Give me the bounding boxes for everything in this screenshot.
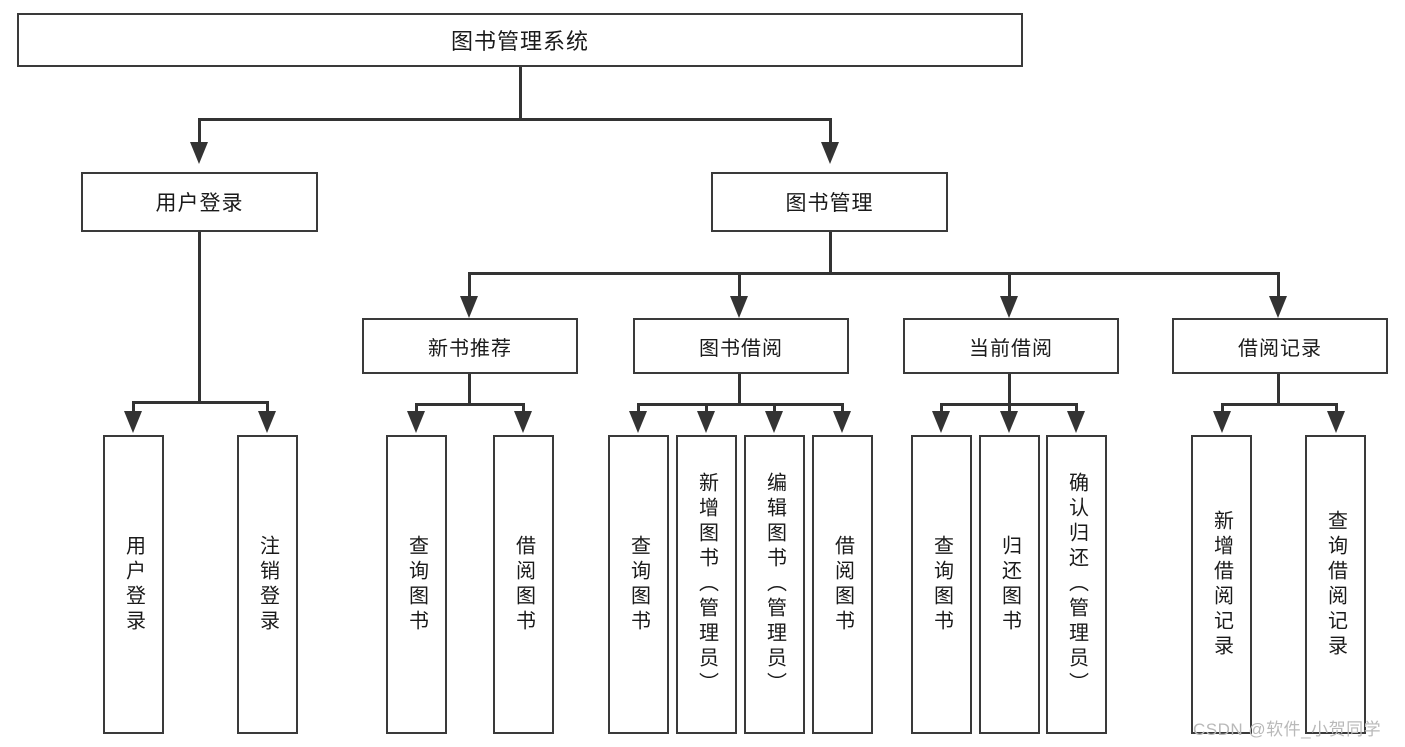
- node-current-borrow[interactable]: 当前借阅: [903, 318, 1119, 374]
- connector-book-borrow-leaf-2: [773, 403, 776, 413]
- connector-current-borrow-stem: [1008, 374, 1011, 404]
- connector-user-login-leaf-1: [266, 401, 269, 413]
- leaf-new-book-borrow[interactable]: 借阅图书: [493, 435, 554, 734]
- leaf-label: 查询图书: [627, 534, 650, 635]
- arrow-borrow-record-leaf-0: [1213, 411, 1231, 433]
- leaf-book-borrow-add[interactable]: 新增图书（管理员）: [676, 435, 737, 734]
- arrow-user-login-leaf-1: [258, 411, 276, 433]
- connector-book-manage-stem: [829, 232, 832, 274]
- connector-root-bar: [198, 118, 832, 121]
- connector-new-book-leaf-1: [522, 403, 525, 413]
- node-label: 用户登录: [155, 192, 244, 215]
- connector-borrow-record-leaf-1: [1335, 403, 1338, 413]
- node-label: 新书推荐: [428, 337, 512, 360]
- connector-new-book-leaf-0: [415, 403, 418, 413]
- arrow-borrow-record-leaf-1: [1327, 411, 1345, 433]
- arrow-book-borrow-leaf-1: [697, 411, 715, 433]
- arrow-current-borrow-leaf-0: [932, 411, 950, 433]
- leaf-label: 借阅图书: [512, 534, 535, 635]
- leaf-label: 用户登录: [122, 534, 145, 635]
- node-label: 借阅记录: [1238, 337, 1322, 360]
- connector-book-manage-l2-1: [738, 272, 741, 298]
- node-book-borrow[interactable]: 图书借阅: [633, 318, 849, 374]
- node-root-system[interactable]: 图书管理系统: [17, 13, 1023, 67]
- leaf-current-borrow-return[interactable]: 归还图书: [979, 435, 1040, 734]
- arrow-new-book-leaf-0: [407, 411, 425, 433]
- connector-new-book-bar: [415, 403, 525, 406]
- arrow-book-borrow-leaf-2: [765, 411, 783, 433]
- arrow-current-borrow-leaf-1: [1000, 411, 1018, 433]
- node-label: 图书借阅: [699, 337, 783, 360]
- arrow-book-borrow-leaf-3: [833, 411, 851, 433]
- connector-book-borrow-stem: [738, 374, 741, 404]
- connector-current-borrow-leaf-2: [1075, 403, 1078, 413]
- arrow-book-borrow-leaf-0: [629, 411, 647, 433]
- arrow-current-borrow-leaf-2: [1067, 411, 1085, 433]
- connector-book-manage-l2-2: [1008, 272, 1011, 298]
- leaf-borrow-record-query[interactable]: 查询借阅记录: [1305, 435, 1366, 734]
- connector-new-book-stem: [468, 374, 471, 404]
- arrow-root-to-user-login: [190, 142, 208, 164]
- leaf-user-login-logout[interactable]: 注销登录: [237, 435, 298, 734]
- arrow-root-to-book-manage: [821, 142, 839, 164]
- arrow-book-manage-l2-1: [730, 296, 748, 318]
- connector-current-borrow-leaf-1: [1008, 403, 1011, 413]
- connector-book-borrow-leaf-1: [705, 403, 708, 413]
- leaf-label: 借阅图书: [831, 534, 854, 635]
- leaf-label: 编辑图书（管理员）: [763, 472, 786, 697]
- node-label: 当前借阅: [969, 337, 1053, 360]
- arrow-book-manage-l2-0: [460, 296, 478, 318]
- connector-book-manage-l2-3: [1277, 272, 1280, 298]
- leaf-label: 注销登录: [256, 534, 279, 635]
- leaf-label: 查询借阅记录: [1324, 509, 1347, 660]
- connector-book-borrow-leaf-0: [637, 403, 640, 413]
- node-new-book-recommend[interactable]: 新书推荐: [362, 318, 578, 374]
- leaf-label: 确认归还（管理员）: [1065, 472, 1088, 697]
- node-user-login[interactable]: 用户登录: [81, 172, 318, 232]
- leaf-book-borrow-borrow[interactable]: 借阅图书: [812, 435, 873, 734]
- connector-user-login-leaf-0: [132, 401, 135, 413]
- node-book-management[interactable]: 图书管理: [711, 172, 948, 232]
- connector-user-login-bar: [132, 401, 269, 404]
- leaf-current-borrow-confirm[interactable]: 确认归还（管理员）: [1046, 435, 1107, 734]
- arrow-user-login-leaf-0: [124, 411, 142, 433]
- leaf-book-borrow-edit[interactable]: 编辑图书（管理员）: [744, 435, 805, 734]
- node-borrow-record[interactable]: 借阅记录: [1172, 318, 1388, 374]
- leaf-book-borrow-query[interactable]: 查询图书: [608, 435, 669, 734]
- connector-book-manage-bar: [468, 272, 1280, 275]
- leaf-new-book-query[interactable]: 查询图书: [386, 435, 447, 734]
- arrow-book-manage-l2-2: [1000, 296, 1018, 318]
- leaf-label: 新增借阅记录: [1210, 509, 1233, 660]
- connector-borrow-record-bar: [1221, 403, 1338, 406]
- leaf-label: 查询图书: [930, 534, 953, 635]
- leaf-label: 归还图书: [998, 534, 1021, 635]
- leaf-borrow-record-add[interactable]: 新增借阅记录: [1191, 435, 1252, 734]
- node-label: 图书管理: [785, 192, 874, 215]
- node-label: 图书管理系统: [450, 29, 589, 54]
- connector-book-borrow-bar: [637, 403, 842, 406]
- connector-root-to-book-manage: [829, 118, 832, 144]
- leaf-label: 新增图书（管理员）: [695, 472, 718, 697]
- leaf-current-borrow-query[interactable]: 查询图书: [911, 435, 972, 734]
- leaf-user-login-login[interactable]: 用户登录: [103, 435, 164, 734]
- connector-user-login-stem: [198, 232, 201, 404]
- connector-current-borrow-leaf-0: [940, 403, 943, 413]
- connector-borrow-record-leaf-0: [1221, 403, 1224, 413]
- arrow-book-manage-l2-3: [1269, 296, 1287, 318]
- leaf-label: 查询图书: [405, 534, 428, 635]
- connector-book-borrow-leaf-3: [841, 403, 844, 413]
- connector-root-to-user-login: [198, 118, 201, 144]
- arrow-new-book-leaf-1: [514, 411, 532, 433]
- connector-book-manage-l2-0: [468, 272, 471, 298]
- connector-borrow-record-stem: [1277, 374, 1280, 404]
- connector-root-stem: [519, 67, 522, 118]
